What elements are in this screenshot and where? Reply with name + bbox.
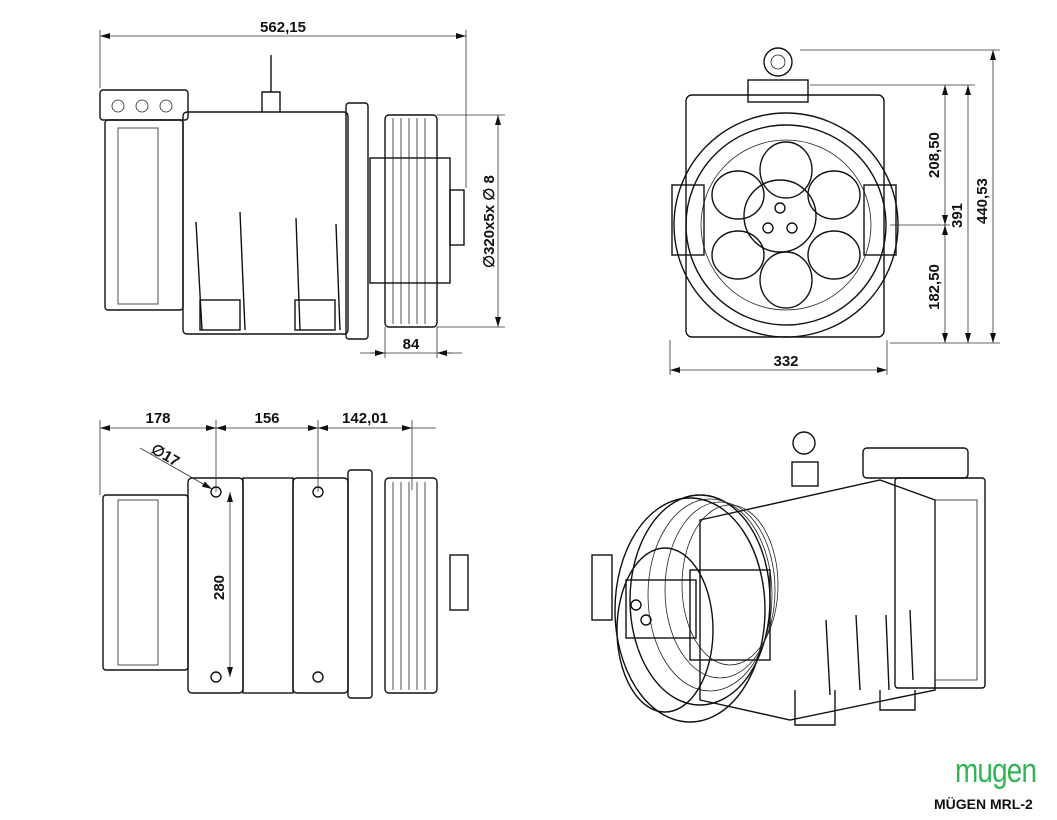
dim-hole-diameter: ∅17 [148,441,182,471]
side-view: 562,15 ∅320x5x ∅ 8 84 [99,19,505,358]
model-label: MÜGEN MRL-2 [934,796,1033,812]
dim-sheave-width: 84 [403,336,420,353]
dim-overall-length: 562,15 [260,19,306,36]
dim-sheave: ∅320x5x ∅ 8 [481,175,498,268]
dim-segment-2: 156 [254,410,279,427]
isometric-view [591,431,986,726]
dim-total-height: 440,53 [974,178,991,224]
brand-logo: mugen [955,752,1037,790]
dim-front-width: 332 [773,353,798,370]
dim-segment-1: 178 [145,410,170,427]
dim-lower-height: 182,50 [926,264,943,310]
dim-upper-height: 208,50 [926,132,943,178]
dim-hole-spacing: 280 [211,575,228,600]
dim-segment-3: 142,01 [342,410,388,427]
top-view: 178 156 142,01 ∅17 280 [99,410,469,699]
front-view: 332 208,50 182,50 391 440,53 [669,47,1000,375]
dim-axis-height: 391 [949,203,966,228]
